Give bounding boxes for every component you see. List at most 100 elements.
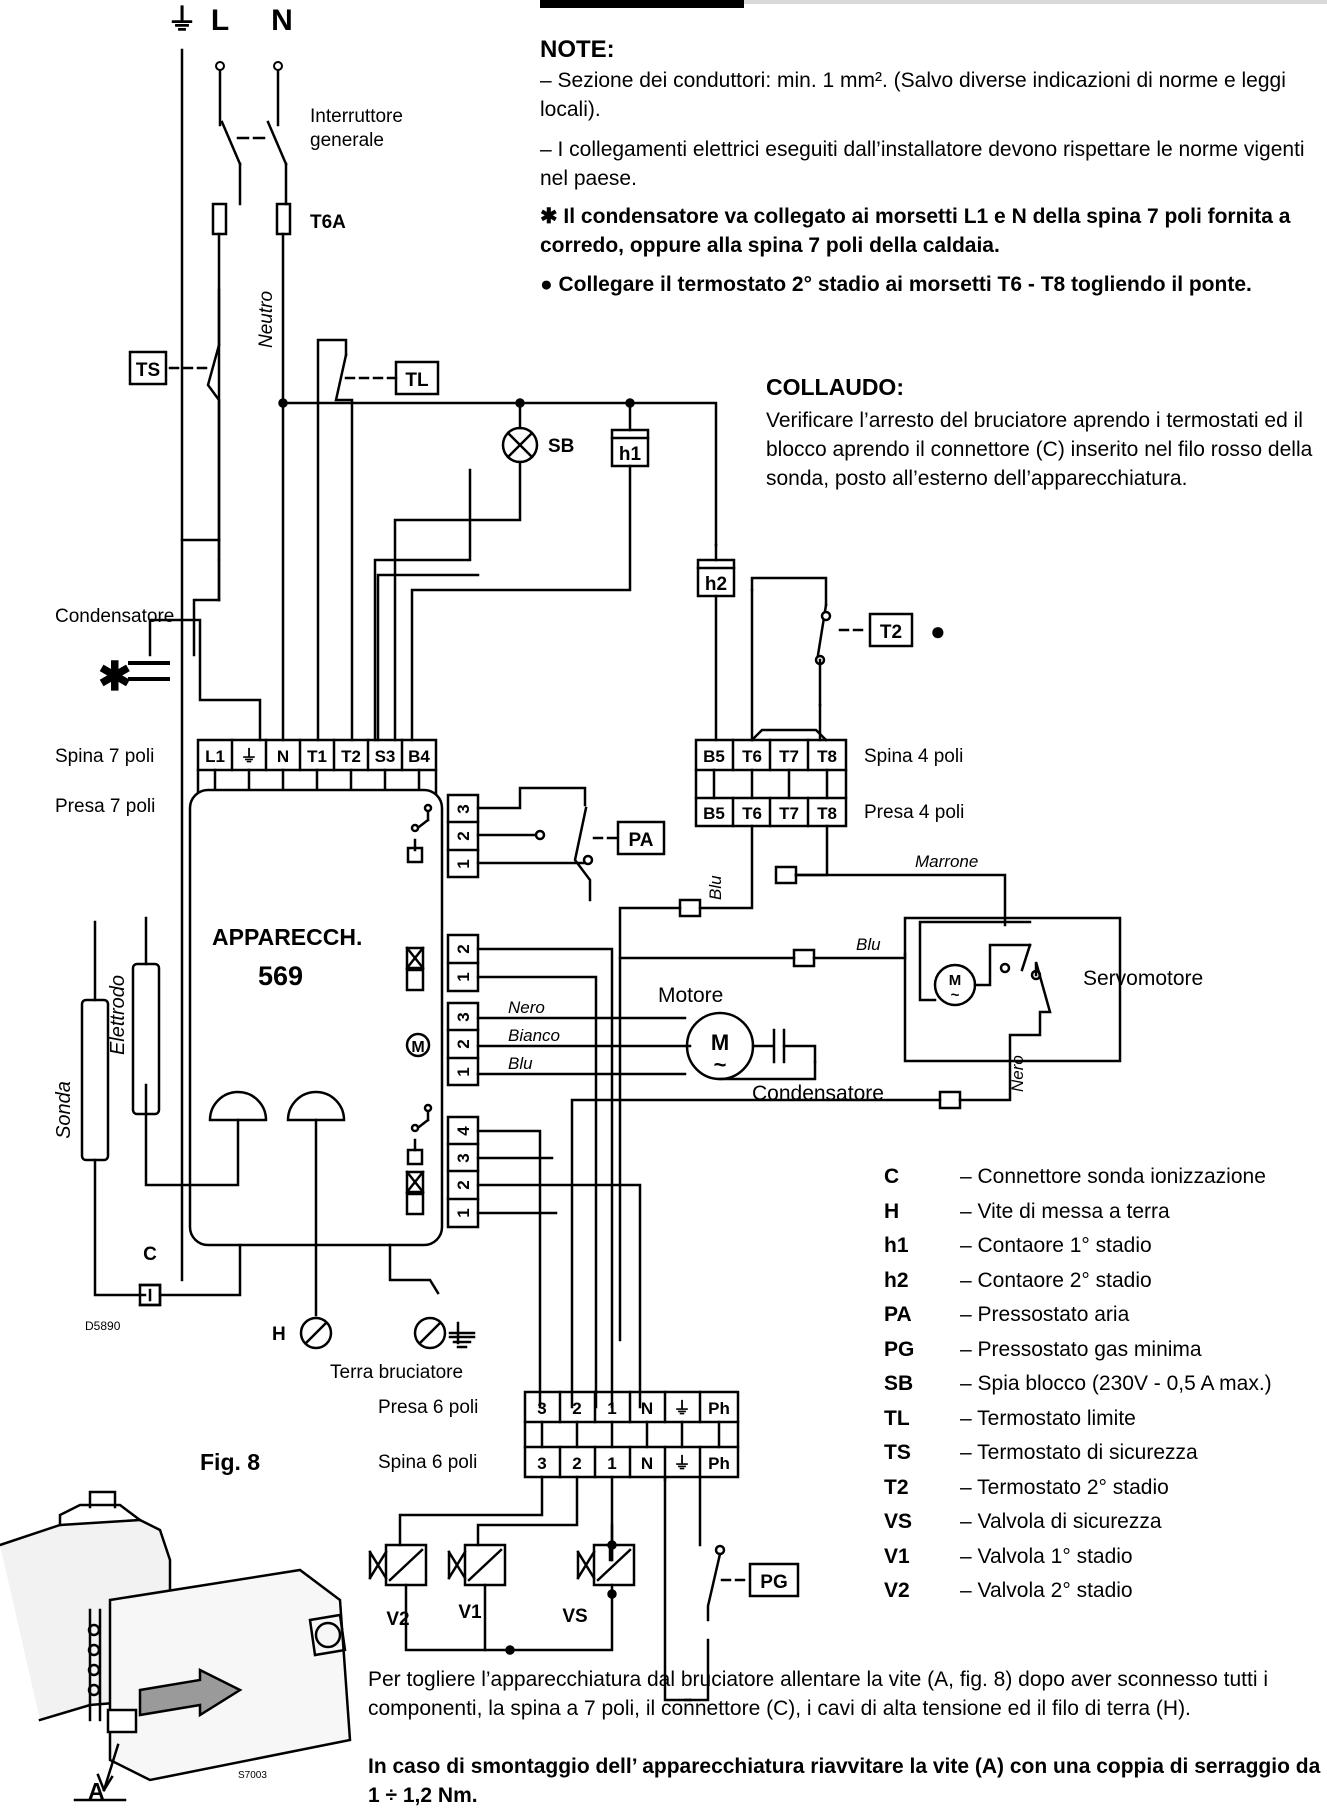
- t6s-1: 1: [607, 1454, 616, 1473]
- elettrodo-label: Elettrodo: [107, 975, 129, 1055]
- t4s-t8: T8: [817, 747, 837, 766]
- servo-tilde: ~: [951, 987, 960, 1004]
- legend-item: PA– Pressostato aria: [884, 1303, 1130, 1326]
- t6s-3: 3: [537, 1454, 546, 1473]
- legend-item: V2– Valvola 2° stadio: [884, 1579, 1133, 1602]
- wire-marrone: Marrone: [915, 852, 978, 871]
- collaudo-title: COLLAUDO:: [766, 374, 904, 400]
- line-label: L: [211, 4, 229, 37]
- motore-label: Motore: [658, 984, 723, 1007]
- earth-symbol: ⏚: [167, 4, 197, 37]
- out-term-4: 4: [454, 1126, 473, 1136]
- legend-item: TL– Termostato limite: [884, 1406, 1136, 1430]
- legend-item: H– Vite di messa a terra: [884, 1199, 1170, 1223]
- t7-t1: T1: [307, 747, 327, 766]
- note-1: – Sezione dei conduttori: min. 1 mm². (S…: [540, 69, 1286, 121]
- presa7-label: Presa 7 poli: [55, 796, 155, 817]
- spina4-label: Spina 4 poli: [864, 746, 963, 767]
- wire-blu-motor: Blu: [508, 1054, 533, 1073]
- legend-item: h2– Contaore 2° stadio: [884, 1268, 1152, 1292]
- t6s-ph: Ph: [708, 1454, 730, 1473]
- legend-item: C– Connettore sonda ionizzazione: [884, 1165, 1266, 1188]
- t6p-3: 3: [537, 1399, 546, 1418]
- motor-tilde: ~: [714, 1052, 727, 1077]
- t7-b4: B4: [408, 747, 430, 766]
- pa-term-2: 2: [454, 831, 473, 840]
- condenser-asterisk: ✱: [98, 655, 132, 699]
- t4p-t7: T7: [779, 804, 799, 823]
- pa-term-3: 3: [454, 804, 473, 813]
- neutral-wire-label: Neutro: [256, 291, 277, 348]
- spina6-label: Spina 6 poli: [378, 1452, 477, 1473]
- motor-m-symbol: M: [711, 1030, 729, 1055]
- motor-condenser-label: Condensatore: [752, 1082, 884, 1105]
- servo-m-symbol: M: [949, 972, 962, 989]
- t6s-earth: ⏚: [674, 1454, 691, 1473]
- legend-item: VS– Valvola di sicurezza: [884, 1510, 1162, 1533]
- t7-n: N: [277, 747, 289, 766]
- legend-item: V1– Valvola 1° stadio: [884, 1544, 1133, 1568]
- presa6-label: Presa 6 poli: [378, 1397, 478, 1418]
- wire-nero-motor: Nero: [508, 998, 545, 1017]
- note-4: ● Collegare il termostato 2° stadio ai m…: [540, 273, 1252, 296]
- legend-item: T2– Termostato 2° stadio: [884, 1475, 1169, 1499]
- wire-blu-servo: Blu: [856, 935, 881, 954]
- h2-label: h2: [705, 574, 727, 595]
- device-terminal-numbers: 3 2 1 2 1 3 2 1 4 3 2 1: [454, 804, 473, 1217]
- t6p-n: N: [641, 1399, 653, 1418]
- t6p-2: 2: [572, 1399, 581, 1418]
- t7-earth: ⏚: [241, 747, 258, 766]
- t4p-t6: T6: [742, 804, 762, 823]
- terra-label: Terra bruciatore: [330, 1362, 463, 1383]
- collaudo-text: Verificare l’arresto del bruciatore apre…: [766, 409, 1313, 490]
- header-bar: [540, 0, 744, 8]
- out-term-1: 1: [454, 1208, 473, 1217]
- fig-label: Fig. 8: [200, 1449, 260, 1475]
- t4s-t7: T7: [779, 747, 799, 766]
- t2-bullet: ●: [930, 616, 946, 646]
- t7-l1: L1: [205, 747, 225, 766]
- t6p-earth: ⏚: [674, 1399, 691, 1418]
- legend-item: TS– Termostato di sicurezza: [884, 1441, 1198, 1464]
- wire-blu-plug: Blu: [706, 875, 725, 900]
- t6p-1: 1: [607, 1399, 616, 1418]
- h-screw-label: H: [272, 1324, 286, 1345]
- reassembly-instructions: In caso di smontaggio dell’ apparecchiat…: [368, 1755, 1321, 1807]
- out-term-2: 2: [454, 1180, 473, 1189]
- legend: C– Connettore sonda ionizzazione H– Vite…: [884, 1160, 1272, 1609]
- servomotore-label: Servomotore: [1083, 967, 1203, 990]
- motor-term-3: 3: [454, 1012, 473, 1021]
- ts-label: TS: [136, 360, 160, 381]
- h1-label: h1: [619, 444, 642, 465]
- t2-label: T2: [880, 622, 902, 643]
- legend-item: h1– Contaore 1° stadio: [884, 1234, 1152, 1257]
- notes-title: NOTE:: [540, 36, 615, 63]
- sb-label: SB: [548, 436, 574, 457]
- t6s-2: 2: [572, 1454, 581, 1473]
- removal-instructions: Per togliere l’apparecchiatura dal bruci…: [368, 1668, 1268, 1720]
- six-pole-labels: 3 2 1 N ⏚ Ph 3 2 1 N ⏚ Ph: [537, 1399, 730, 1473]
- t7-s3: S3: [375, 747, 396, 766]
- pa-term-1: 1: [454, 859, 473, 868]
- seven-pole-labels: L1 ⏚ N T1 T2 S3 B4: [205, 747, 430, 766]
- pa-label: PA: [629, 830, 654, 851]
- vs-label: VS: [562, 1606, 587, 1627]
- presa4-label: Presa 4 poli: [864, 802, 964, 823]
- wire-bianco-motor: Bianco: [508, 1026, 560, 1045]
- t4p-t8: T8: [817, 804, 837, 823]
- screw-a-label: A: [88, 1778, 105, 1804]
- wire-nero-servo: Nero: [1008, 1055, 1027, 1092]
- t4s-b5: B5: [703, 747, 725, 766]
- t6p-ph: Ph: [708, 1399, 730, 1418]
- switch-label-1: Interruttore: [310, 106, 403, 127]
- t4p-b5: B5: [703, 804, 725, 823]
- pg-label: PG: [760, 1572, 787, 1593]
- drawing-code-1: D5890: [85, 1319, 121, 1333]
- four-pole-labels: B5 T6 T7 T8 B5 T6 T7 T8: [703, 747, 837, 823]
- t6s-n: N: [641, 1454, 653, 1473]
- t4s-t6: T6: [742, 747, 762, 766]
- neutral-label: N: [271, 4, 293, 37]
- legend-item: PG– Pressostato gas minima: [884, 1337, 1202, 1361]
- left-condenser-label: Condensatore: [55, 606, 174, 627]
